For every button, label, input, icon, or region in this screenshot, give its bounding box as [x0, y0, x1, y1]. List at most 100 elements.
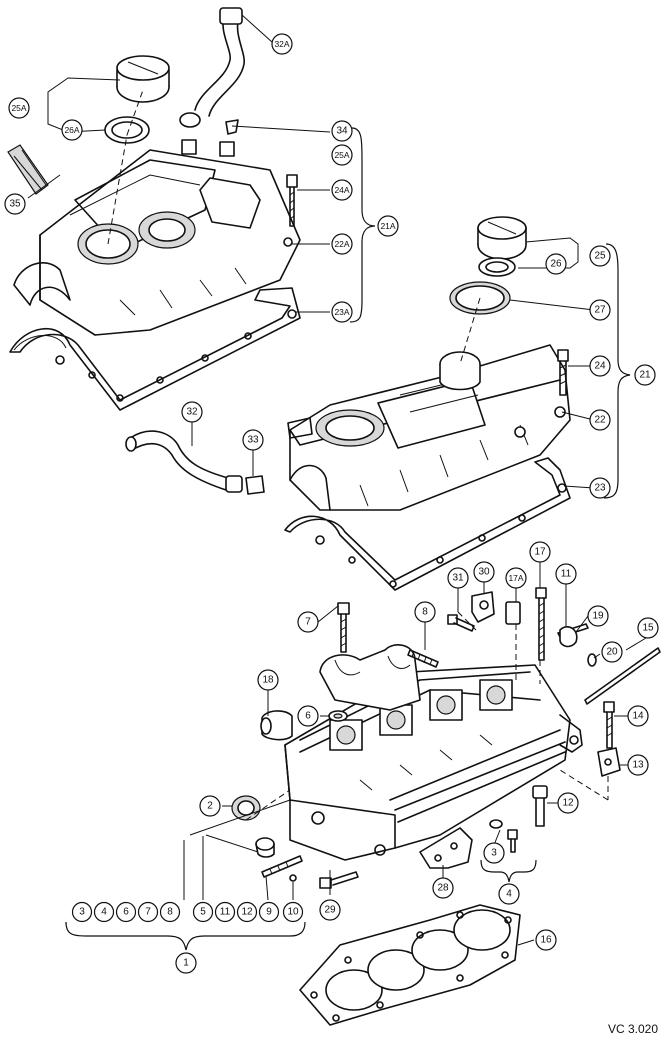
callout-16: 16	[535, 929, 557, 951]
callout-35: 35	[4, 193, 26, 215]
callout-18: 18	[257, 669, 279, 691]
callout-31: 31	[447, 567, 469, 589]
callout-33: 33	[242, 429, 264, 451]
oil-filler-cap-25A	[116, 55, 170, 103]
callout-26A: 26A	[61, 119, 83, 141]
callout-6: 6	[297, 705, 319, 727]
svg-text:34: 34	[336, 126, 348, 137]
valve-cover-21A	[13, 139, 301, 336]
breather-valve-34	[225, 119, 239, 135]
head-gasket-16	[299, 904, 521, 1026]
svg-text:26A: 26A	[64, 125, 79, 135]
svg-text:24A: 24A	[334, 185, 349, 195]
screw-12	[532, 785, 548, 827]
callout-28: 28	[432, 877, 454, 899]
svg-text:10: 10	[287, 907, 299, 918]
callout-24A: 24A	[331, 179, 353, 201]
svg-text:25A: 25A	[11, 103, 26, 113]
callout-24: 24	[589, 355, 611, 377]
svg-text:5: 5	[200, 907, 206, 918]
callout-7: 7	[297, 611, 319, 633]
filler-seal-26A	[104, 116, 150, 144]
bolt-29	[319, 871, 359, 889]
bolt-24A	[286, 174, 298, 227]
bolt-7	[337, 602, 350, 653]
cylinder-head	[284, 664, 583, 861]
bracket-28	[419, 827, 473, 869]
bolt-17	[535, 587, 547, 661]
svg-text:25A: 25A	[334, 150, 349, 160]
oil-seal-2	[231, 795, 261, 821]
callout-8: 8	[414, 601, 436, 623]
svg-text:7: 7	[145, 907, 151, 918]
callout-20: 20	[601, 641, 623, 663]
svg-text:13: 13	[632, 760, 644, 771]
lower-leader-lines	[183, 562, 647, 946]
clip-33	[245, 475, 265, 495]
callout-group-1: 3 4 6 7 8 5 11 12 9 10	[71, 901, 304, 923]
callout-13: 13	[627, 754, 649, 776]
callout-2: 2	[199, 795, 221, 817]
svg-text:21A: 21A	[380, 221, 395, 231]
callout-21: 21	[634, 364, 656, 386]
callout-11: 11	[555, 563, 577, 585]
bearing-caps-6	[319, 644, 421, 711]
svg-text:25: 25	[594, 251, 606, 262]
svg-text:26: 26	[550, 259, 562, 270]
reference-code: VC 3.020	[607, 1022, 658, 1036]
brace-4	[480, 859, 537, 883]
svg-text:30: 30	[478, 567, 490, 578]
valve-cover-21	[287, 344, 571, 511]
svg-text:12: 12	[241, 907, 253, 918]
callout-34: 34	[331, 120, 353, 142]
svg-text:3: 3	[491, 848, 497, 859]
svg-text:4: 4	[101, 907, 107, 918]
bolt-4	[507, 829, 518, 853]
breather-hose-32	[125, 430, 243, 493]
valve-cover-gasket-23	[284, 457, 571, 591]
svg-text:22A: 22A	[334, 239, 349, 249]
svg-text:15: 15	[642, 623, 654, 634]
bolt-14	[603, 701, 615, 749]
camshaft-bush-18	[260, 710, 293, 741]
svg-text:22: 22	[594, 415, 606, 426]
shaft-15	[584, 647, 661, 705]
svg-text:16: 16	[540, 935, 552, 946]
svg-text:8: 8	[167, 907, 173, 918]
callout-17A: 17A	[505, 567, 527, 589]
breather-filter-35	[7, 144, 49, 195]
svg-text:2: 2	[207, 801, 213, 812]
callout-22: 22	[589, 409, 611, 431]
bracket-13	[597, 747, 621, 777]
svg-text:21: 21	[639, 370, 651, 381]
callout-26: 26	[545, 253, 567, 275]
dowel-10	[289, 874, 297, 882]
svg-text:6: 6	[123, 907, 129, 918]
callout-3: 3	[483, 842, 505, 864]
svg-text:32A: 32A	[274, 39, 289, 49]
svg-text:11: 11	[561, 569, 572, 580]
callout-21A: 21A	[377, 215, 399, 237]
callout-12: 12	[557, 792, 579, 814]
svg-text:4: 4	[506, 889, 512, 900]
plug-5	[255, 837, 275, 858]
bracket-30	[471, 591, 495, 623]
callout-30: 30	[473, 561, 495, 583]
brace-21	[603, 243, 631, 499]
washer-6	[328, 710, 348, 722]
svg-text:7: 7	[305, 617, 311, 628]
svg-text:29: 29	[324, 905, 336, 916]
svg-text:9: 9	[266, 907, 272, 918]
callout-25A: 25A	[8, 97, 30, 119]
svg-text:31: 31	[452, 573, 464, 584]
stud-8	[407, 649, 439, 668]
valve-cover-gasket-23A	[9, 237, 301, 411]
stud-9	[261, 855, 303, 878]
callout-22A: 22A	[331, 233, 353, 255]
sleeve-17A	[505, 601, 521, 625]
svg-text:6: 6	[305, 711, 311, 722]
callout-32: 32	[181, 401, 203, 423]
svg-text:23A: 23A	[334, 307, 349, 317]
ring-20	[587, 653, 597, 667]
